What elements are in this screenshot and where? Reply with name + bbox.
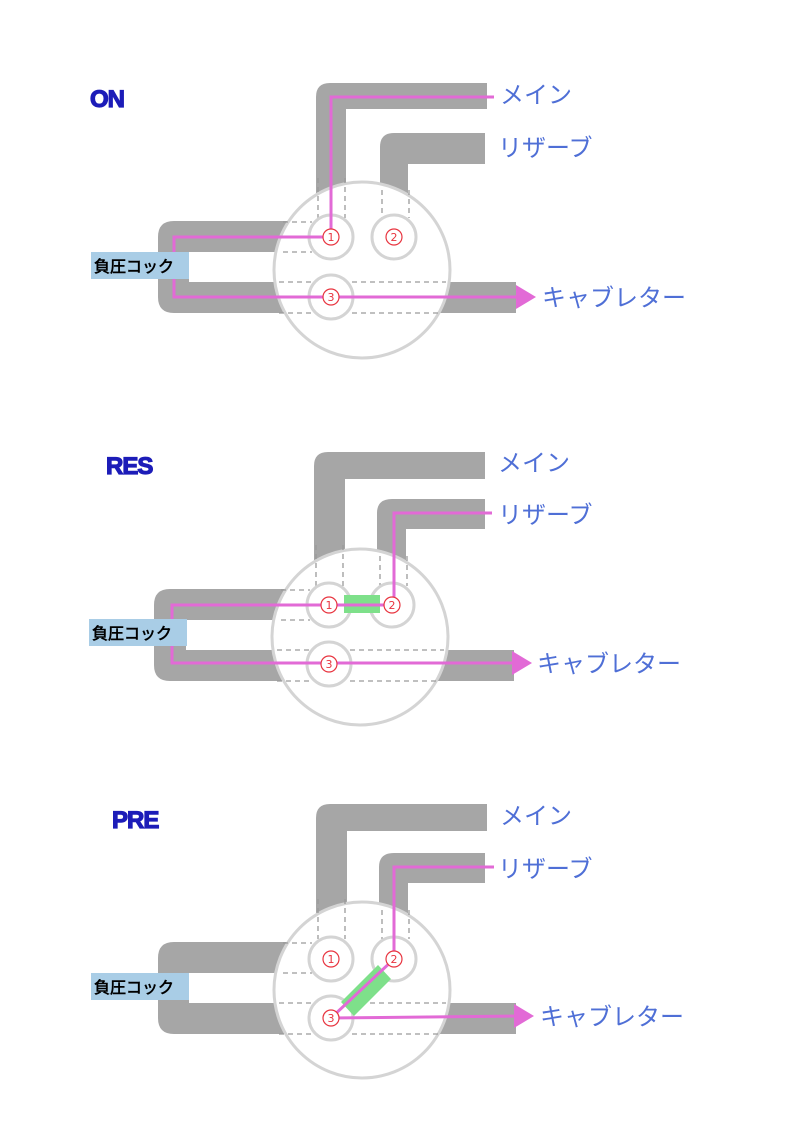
port-number-2: 2 (385, 228, 403, 246)
reserve-label: リザーブ (498, 134, 593, 162)
internal-passages (277, 545, 444, 682)
vacuum-pipe (154, 589, 290, 681)
port-number-1: 1 (320, 596, 338, 614)
diagram-res: 1 2 3 RES メイン リザーブ キャブレター 負圧コック (89, 449, 681, 727)
vacuum-label-background (91, 252, 189, 279)
cock-body (270, 547, 450, 727)
diagram-pre: 1 2 3 PRE メイン リザーブ キャブレター 負圧コック (91, 802, 684, 1080)
flow-path-reserve (170, 511, 514, 665)
internal-passages (279, 178, 446, 314)
port-number-2: 2 (385, 950, 403, 968)
reserve-label: リザーブ (498, 501, 593, 529)
vacuum-label: 負圧コック (94, 978, 174, 997)
carburetor-label: キャブレター (542, 284, 686, 312)
vacuum-label-background (89, 619, 187, 646)
reserve-pipe (377, 499, 485, 574)
port-number-2: 2 (383, 596, 401, 614)
flow-arrow-icon (516, 285, 536, 309)
flow-arrow-icon (514, 1004, 534, 1028)
reserve-label: リザーブ (498, 855, 593, 883)
vacuum-label: 負圧コック (92, 624, 172, 643)
svg-text:2: 2 (389, 599, 396, 612)
cock-body (272, 180, 452, 360)
valve-bridge (341, 965, 391, 1016)
port-number-3: 3 (320, 655, 338, 673)
svg-text:1: 1 (328, 953, 335, 966)
svg-text:3: 3 (328, 291, 335, 304)
port-number-1: 1 (322, 950, 340, 968)
main-label: メイン (500, 81, 572, 109)
vacuum-label-background (91, 973, 189, 1000)
svg-text:2: 2 (391, 953, 398, 966)
main-label: メイン (498, 449, 570, 477)
reserve-pipe (380, 133, 485, 206)
port-number-1: 1 (322, 228, 340, 246)
main-label: メイン (500, 802, 572, 830)
carburetor-label: キャブレター (537, 650, 681, 678)
carburetor-label: キャブレター (540, 1003, 684, 1031)
reserve-pipe (379, 853, 485, 928)
mode-label: RES (106, 453, 153, 480)
svg-text:1: 1 (326, 599, 333, 612)
svg-text:2: 2 (391, 231, 398, 244)
port-number-3: 3 (322, 288, 340, 306)
svg-text:1: 1 (328, 231, 335, 244)
mode-label: PRE (112, 807, 159, 834)
flow-arrow-icon (512, 651, 532, 675)
port-number-3: 3 (322, 1009, 340, 1027)
vacuum-label: 負圧コック (94, 257, 174, 276)
mode-label: ON (90, 86, 124, 113)
internal-passages (279, 899, 446, 1035)
svg-text:3: 3 (328, 1012, 335, 1025)
diagram-on: 1 2 3 ON メイン リザーブ キャブレター 負圧コック (89, 81, 686, 360)
flow-path-main (172, 95, 516, 299)
vacuum-pipe (158, 221, 292, 313)
vacuum-pipe (158, 942, 292, 1034)
svg-text:3: 3 (326, 658, 333, 671)
